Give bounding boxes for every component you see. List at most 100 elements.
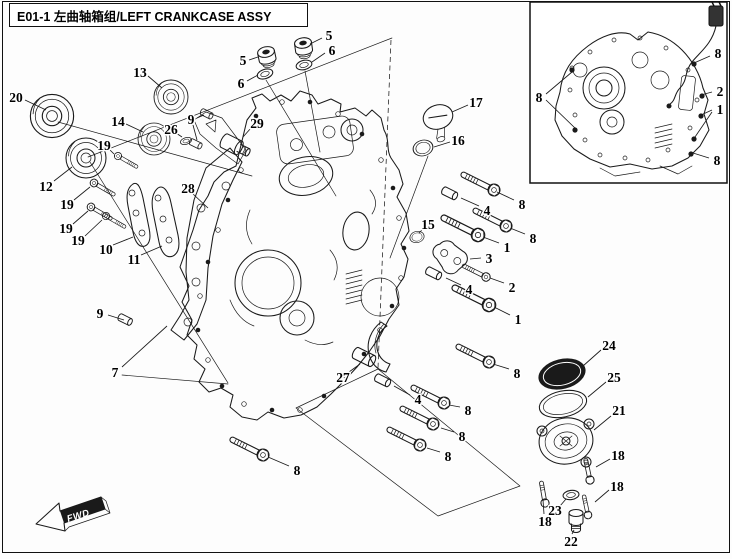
callout-label-8: 8 [465, 403, 472, 418]
callout-label-19: 19 [71, 233, 85, 248]
leader-line-5 [309, 37, 323, 45]
callout-label-21: 21 [612, 403, 626, 418]
part-bracket-3 [432, 240, 468, 275]
callout-label-4: 4 [484, 203, 491, 218]
leader-line-20 [24, 99, 47, 111]
part-plate-11 [151, 186, 180, 258]
callout-label-8: 8 [519, 197, 526, 212]
leader-line-25 [587, 381, 607, 398]
leader-line-19 [108, 148, 115, 155]
callout-label-13: 13 [133, 65, 147, 80]
leader-line-19 [84, 219, 103, 237]
callout-label-14: 14 [111, 114, 125, 129]
leader-line-1 [493, 306, 511, 316]
callout-label-8: 8 [514, 366, 521, 381]
callout-label-8: 8 [715, 46, 722, 61]
callout-label-4: 4 [466, 282, 473, 297]
callout-label-19: 19 [97, 138, 111, 153]
title-box: E01-1 左曲轴箱组/LEFT CRANKCASE ASSY [9, 3, 308, 27]
leader-line-2 [489, 277, 505, 284]
callout-label-8: 8 [536, 90, 543, 105]
callout-label-23: 23 [548, 503, 562, 518]
callout-label-29: 29 [250, 116, 264, 131]
leader-line-19 [73, 186, 91, 201]
part-bolt-19d [100, 210, 128, 231]
part-bushing-29 [219, 133, 251, 157]
part-gasket-28 [170, 147, 243, 341]
part-halfshell-27 [367, 321, 391, 373]
callout-label-24: 24 [602, 338, 616, 353]
leader-line-10 [112, 236, 134, 246]
leader-line-8 [426, 447, 441, 453]
leader-line-2 [700, 91, 713, 96]
leader-line-14 [125, 123, 144, 133]
callout-label-1: 1 [717, 102, 724, 117]
part-bolt-8-t1 [458, 167, 503, 199]
leader-line-6 [311, 52, 326, 63]
inset-assembled-view [529, 1, 728, 184]
leader-line-22 [571, 529, 575, 535]
callout-label-19: 19 [59, 221, 73, 236]
leader-line-8 [448, 404, 461, 408]
leader-line-8 [509, 227, 526, 235]
leader-line-13 [147, 75, 163, 89]
leader-line-8 [267, 456, 290, 467]
callout-label-26: 26 [164, 122, 178, 137]
leader-line-16 [433, 141, 451, 148]
fwd-arrow: FWD [35, 496, 111, 532]
part-plate-10 [126, 182, 151, 247]
callout-label-2: 2 [717, 84, 724, 99]
callout-label-9: 9 [97, 306, 104, 321]
leader-line-4 [460, 197, 480, 207]
leader-line-9 [196, 114, 205, 119]
leader-line-8 [496, 191, 515, 201]
leader-line-8 [692, 152, 710, 159]
callout-label-22: 22 [564, 534, 578, 549]
callout-label-3: 3 [486, 251, 493, 266]
part-washer-23 [561, 488, 581, 502]
callout-label-10: 10 [99, 242, 113, 257]
leader-line-5 [248, 56, 259, 61]
callout-label-2: 2 [509, 280, 516, 295]
leader-line-12 [53, 166, 73, 182]
part-pin-9c [116, 312, 134, 327]
part-plug-22 [568, 508, 584, 534]
callout-label-16: 16 [451, 133, 465, 148]
part-oring-25 [538, 389, 588, 419]
leader-line-26 [175, 132, 183, 138]
callout-label-9: 9 [188, 112, 195, 127]
leader-line-8 [440, 427, 455, 433]
flange-holes [195, 99, 407, 413]
callout-label-5: 5 [326, 28, 333, 43]
leader-line-8 [492, 363, 510, 370]
leader-line-18 [594, 489, 610, 503]
callout-label-18: 18 [538, 514, 552, 529]
leader-line-3 [469, 257, 482, 260]
part-bolt-18b [579, 493, 593, 520]
callout-label-17: 17 [469, 95, 483, 110]
part-dowel-4c [372, 372, 393, 389]
leader-line-9 [192, 124, 198, 141]
callout-label-27: 27 [336, 370, 350, 385]
callout-label-1: 1 [504, 240, 511, 255]
leader-line-18 [595, 458, 611, 468]
callout-label-19: 19 [60, 197, 74, 212]
part-bolt-19a [112, 150, 140, 171]
callout-label-8: 8 [530, 231, 537, 246]
leader-line-1 [694, 111, 713, 138]
callout-label-4: 4 [415, 392, 422, 407]
callout-label-1: 1 [515, 312, 522, 327]
part-washer-6b [294, 58, 314, 72]
part-pin-9b [187, 137, 204, 151]
callout-label-6: 6 [238, 76, 245, 91]
part-bearing-20 [29, 93, 75, 139]
callout-label-20: 20 [9, 90, 23, 105]
leader-line-17 [451, 104, 469, 113]
leader-line-11 [140, 245, 163, 256]
callout-label-8: 8 [459, 429, 466, 444]
leader-line-9 [107, 314, 125, 321]
